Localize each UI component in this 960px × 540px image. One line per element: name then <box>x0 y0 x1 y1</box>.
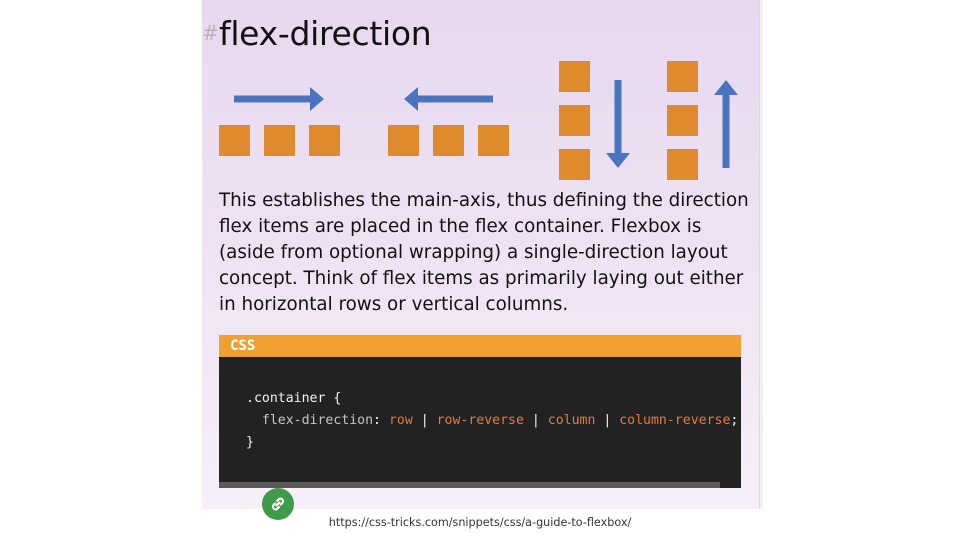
flex-item-box <box>559 61 590 92</box>
code-separator: | <box>523 413 548 428</box>
description-line: (aside from optional wrapping) a single-… <box>219 242 728 263</box>
flex-item-box <box>264 125 295 156</box>
flex-item-box <box>667 149 698 180</box>
page-edge <box>759 0 763 509</box>
description-line: flex items are placed in the flex contai… <box>219 216 702 237</box>
flex-item-box <box>433 125 464 156</box>
flex-direction-diagram <box>219 61 738 180</box>
heading-anchor[interactable]: # <box>202 21 219 45</box>
arrow-left-icon <box>404 87 493 111</box>
row-example <box>219 87 340 156</box>
arrow-up-icon <box>714 80 738 168</box>
column-reverse-example <box>667 61 738 180</box>
arrow-right-icon <box>234 87 324 111</box>
link-icon <box>271 497 285 511</box>
code-language-label: CSS <box>219 335 741 357</box>
flex-item-box <box>388 125 419 156</box>
code-property: flex-direction <box>261 413 374 428</box>
description-line: concept. Think of flex items as primaril… <box>219 268 744 289</box>
code-separator: | <box>412 413 437 428</box>
code-selector: .container { <box>246 391 342 406</box>
source-url-caption: https://css-tricks.com/snippets/css/a-gu… <box>328 516 632 529</box>
code-value-column: column <box>547 413 596 428</box>
flex-item-box <box>478 125 509 156</box>
code-block[interactable]: .container { flex-direction: row | row-r… <box>219 357 741 488</box>
flex-item-box <box>219 125 250 156</box>
code-horizontal-scrollbar[interactable] <box>219 482 720 488</box>
flex-item-box <box>559 105 590 136</box>
code-value-row: row <box>388 413 413 428</box>
flex-item-box <box>667 105 698 136</box>
flex-item-box <box>559 149 590 180</box>
code-text: .container { flex-direction: row | row-r… <box>246 388 738 454</box>
page-title: flex-direction <box>219 14 432 53</box>
code-value-row-reverse: row-reverse <box>436 413 524 428</box>
flex-item-box <box>309 125 340 156</box>
description-line: This establishes the main-axis, thus def… <box>219 190 749 211</box>
screenshot-panel: # flex-direction <box>202 0 761 509</box>
code-close-brace: } <box>246 435 254 450</box>
code-terminator: ; <box>730 413 739 428</box>
description-paragraph: This establishes the main-axis, thus def… <box>219 188 754 318</box>
column-example <box>559 61 630 180</box>
row-reverse-example <box>388 87 509 156</box>
arrow-down-icon <box>606 80 630 168</box>
code-value-column-reverse: column-reverse <box>619 413 731 428</box>
code-colon: : <box>373 413 389 428</box>
permalink-button[interactable] <box>262 488 294 520</box>
flex-item-box <box>667 61 698 92</box>
description-line: in horizontal rows or vertical columns. <box>219 294 569 315</box>
code-separator: | <box>595 413 620 428</box>
